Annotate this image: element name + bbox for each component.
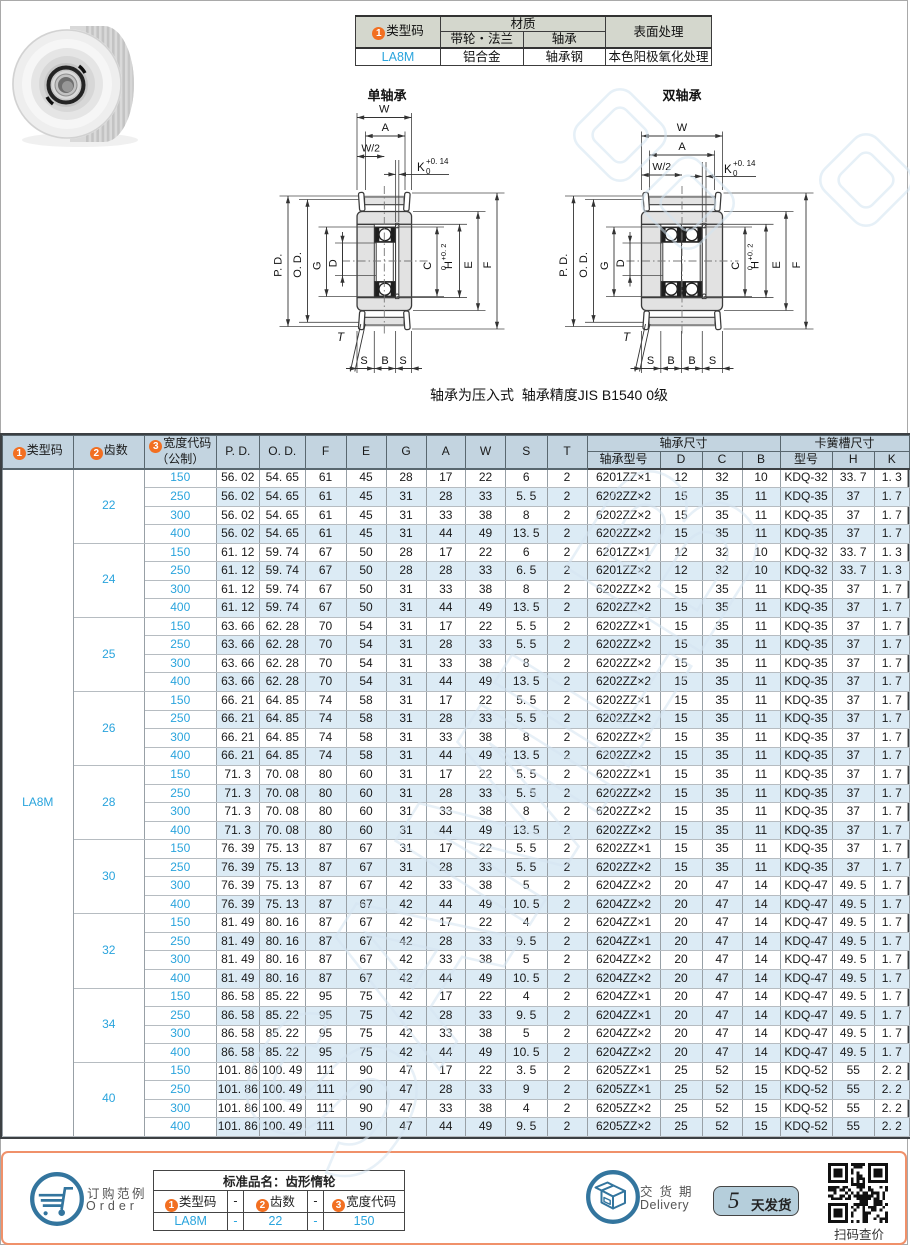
svg-text:O. D.: O. D. [578,252,590,278]
svg-text:S: S [360,355,367,367]
svg-text:F: F [482,261,494,268]
svg-text:S: S [399,355,406,367]
svg-text:+0. 2: +0. 2 [746,244,755,261]
svg-text:G: G [312,261,324,270]
svg-text:B: B [381,355,388,367]
svg-text:E: E [463,261,475,268]
svg-text:0: 0 [746,266,755,270]
svg-text:D: D [328,259,340,267]
svg-text:D: D [615,259,627,267]
svg-text:轴承为压入式 轴承精度JIS B1540 0级: 轴承为压入式 轴承精度JIS B1540 0级 [430,387,668,403]
svg-text:双轴承: 双轴承 [662,88,701,103]
svg-text:0: 0 [733,169,738,178]
svg-text:T: T [623,332,631,344]
svg-text:W: W [677,122,688,134]
svg-text:O. D.: O. D. [292,252,304,278]
svg-text:0: 0 [439,266,448,270]
svg-text:G: G [599,261,611,270]
svg-text:+0. 14: +0. 14 [733,159,756,168]
svg-text:P. D.: P. D. [558,254,570,277]
svg-text:W/2: W/2 [652,161,671,173]
svg-text:B: B [688,355,695,367]
svg-text:S: S [709,355,716,367]
svg-text:C: C [730,262,742,270]
svg-text:+0. 2: +0. 2 [439,244,448,261]
svg-text:C: C [422,262,434,270]
svg-text:P. D.: P. D. [273,254,285,277]
svg-text:K: K [417,162,425,174]
svg-text:W: W [379,104,390,116]
svg-text:T: T [337,332,345,344]
svg-text:S: S [647,355,654,367]
svg-text:+0. 14: +0. 14 [426,157,449,166]
svg-text:E: E [771,261,783,268]
svg-text:H: H [443,261,455,269]
svg-text:单轴承: 单轴承 [367,88,406,103]
svg-text:A: A [678,141,686,153]
svg-text:W/2: W/2 [361,143,380,155]
svg-text:H: H [750,261,762,269]
svg-text:K: K [724,164,732,176]
svg-text:A: A [382,122,390,134]
svg-text:F: F [791,261,803,268]
svg-text:0: 0 [426,167,431,176]
svg-text:B: B [667,355,674,367]
